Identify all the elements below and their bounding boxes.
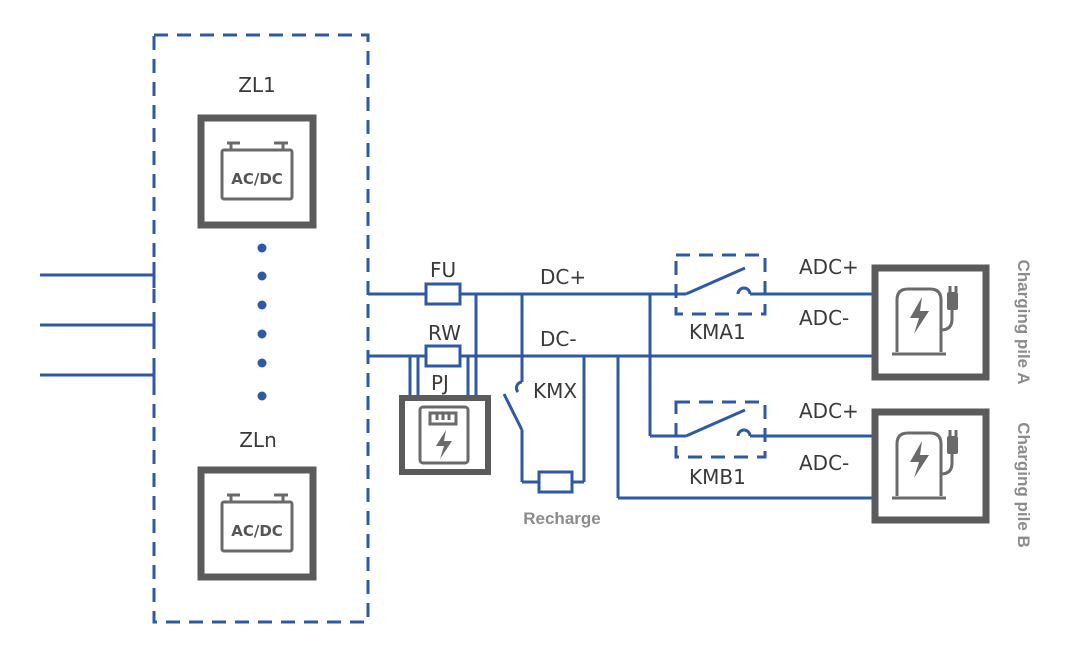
pile-b-plus-label: ADC+ xyxy=(799,399,859,423)
dc-minus-label: DC- xyxy=(540,327,577,351)
ac-input-lines xyxy=(40,262,156,388)
ev-charger-icon xyxy=(892,286,958,356)
recharge-label: Recharge xyxy=(523,509,600,528)
kma1-box xyxy=(674,253,767,316)
pile-a-minus-label: ADC- xyxy=(799,306,849,330)
recharge-circuit xyxy=(502,294,586,484)
module-zln-text: AC/DC xyxy=(231,522,283,540)
charging-pile-a xyxy=(871,264,990,381)
fuse-fu xyxy=(424,282,462,306)
module-zln xyxy=(197,466,317,581)
pile-b-minus-label: ADC- xyxy=(799,451,849,475)
pile-b-label: Charging pile B xyxy=(1014,422,1033,548)
module-zln-label: ZLn xyxy=(239,428,277,452)
pile-a-plus-label: ADC+ xyxy=(799,255,859,279)
resistor-label: RW xyxy=(428,321,461,345)
charging-pile-b xyxy=(871,408,990,524)
dc-plus-label: DC+ xyxy=(540,265,586,289)
pile-a-label: Charging pile A xyxy=(1014,260,1033,385)
recharge-resistor xyxy=(537,470,574,494)
meter-label: PJ xyxy=(431,371,449,395)
kma1-label: KMA1 xyxy=(689,320,746,344)
module-zl1-text: AC/DC xyxy=(231,170,283,188)
battery-icon xyxy=(220,493,294,553)
module-zl1-label: ZL1 xyxy=(238,73,276,97)
kmx-label: KMX xyxy=(533,379,577,403)
module-ellipsis xyxy=(257,243,267,401)
module-zl1 xyxy=(197,114,317,229)
kmb1-switch xyxy=(676,408,875,438)
meter-wiring xyxy=(408,294,478,398)
power-meter-icon xyxy=(418,405,470,465)
ev-charger-icon xyxy=(892,430,958,500)
rectifier-cabinet xyxy=(152,33,370,624)
branch-wiring xyxy=(616,294,875,500)
resistor-rw xyxy=(424,344,462,368)
fuse-label: FU xyxy=(430,258,456,282)
battery-icon xyxy=(220,141,294,201)
kmb1-label: KMB1 xyxy=(689,465,746,489)
kmb1-box xyxy=(674,400,767,459)
kma1-switch xyxy=(676,266,875,296)
